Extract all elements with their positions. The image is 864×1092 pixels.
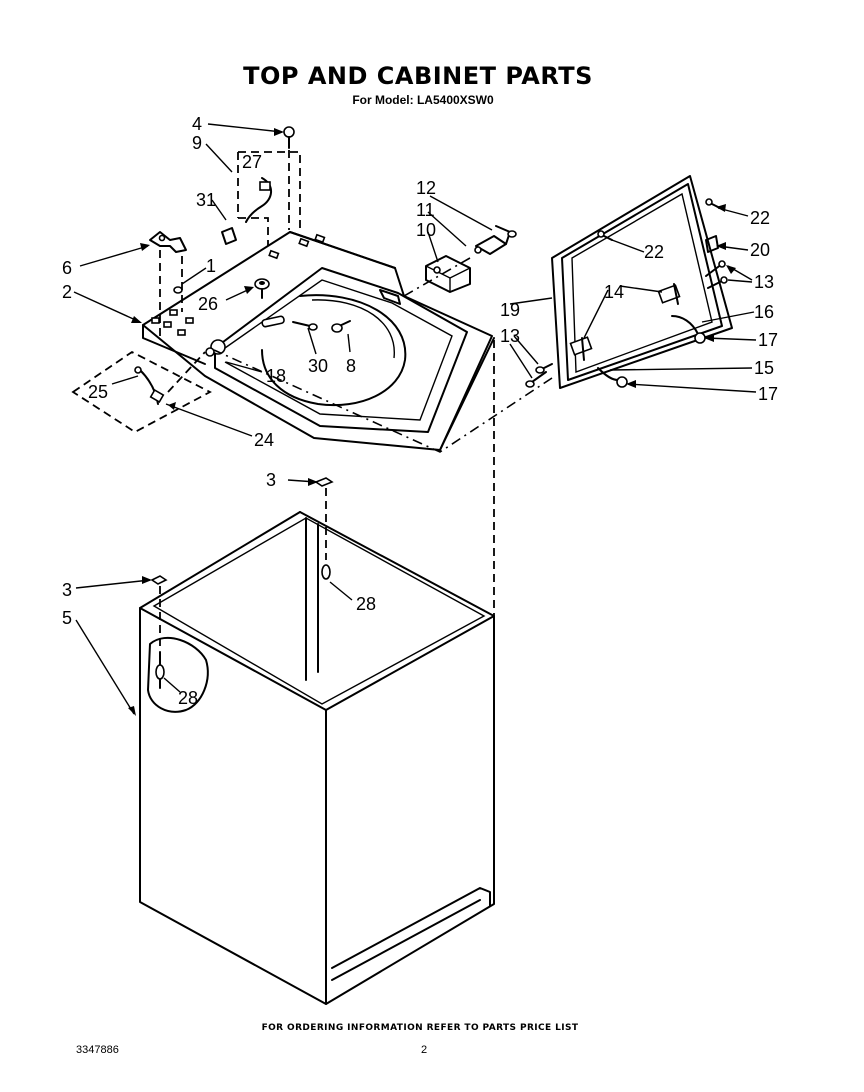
callout-17-upper: 17 [758,330,778,350]
callout-4: 4 [192,114,202,134]
callout-25: 25 [88,382,108,402]
part-27-harness-group [237,126,301,246]
callout-15: 15 [754,358,774,378]
callout-28-upper: 28 [356,594,376,614]
callout-28-lower: 28 [178,688,198,708]
callout-9: 9 [192,133,202,153]
washer-top-panel [142,231,495,451]
callout-18: 18 [266,366,286,386]
callout-22-inner: 22 [644,242,664,262]
callout-labels: 4 9 27 31 6 1 2 26 18 30 8 12 11 10 25 2… [62,114,778,708]
callout-26: 26 [198,294,218,314]
callout-3-upper: 3 [266,470,276,490]
callout-3-lower: 3 [62,580,72,600]
part-30-rod [261,315,318,331]
callout-31: 31 [196,190,216,210]
callout-1: 1 [206,256,216,276]
washer-cabinet [139,340,495,1005]
lid-switch-assembly [403,225,517,297]
part-24-25-harness [71,350,212,434]
leader-lines [73,123,757,716]
page-title: TOP AND CABINET PARTS [243,62,593,90]
part-8-screw [331,320,351,333]
callout-17-lower: 17 [758,384,778,404]
callout-11: 11 [416,200,435,220]
callout-2: 2 [62,282,72,302]
callout-24: 24 [254,430,274,450]
callout-8: 8 [346,356,356,376]
callout-13-left: 13 [500,326,520,346]
part-1-clip [173,286,183,294]
callout-5: 5 [62,608,72,628]
part-31-bracket [221,227,237,245]
part-18-pivot [205,339,226,357]
callout-30: 30 [308,356,328,376]
document-number: 3347886 [76,1044,119,1056]
callout-14: 14 [604,282,624,302]
ordering-footnote: FOR ORDERING INFORMATION REFER TO PARTS … [261,1023,579,1033]
callout-19: 19 [500,300,520,320]
model-label: For Model: LA5400XSW0 [352,93,494,107]
callout-20: 20 [750,240,770,260]
washer-lid [213,175,733,453]
callout-16: 16 [754,302,774,322]
part-26-plug [254,278,270,299]
callout-27: 27 [242,152,262,172]
callout-22-outer: 22 [750,208,770,228]
callout-13-right: 13 [754,272,774,292]
callout-12: 12 [416,178,436,198]
callout-6: 6 [62,258,72,278]
page-number: 2 [421,1044,428,1056]
callout-10: 10 [416,220,436,240]
